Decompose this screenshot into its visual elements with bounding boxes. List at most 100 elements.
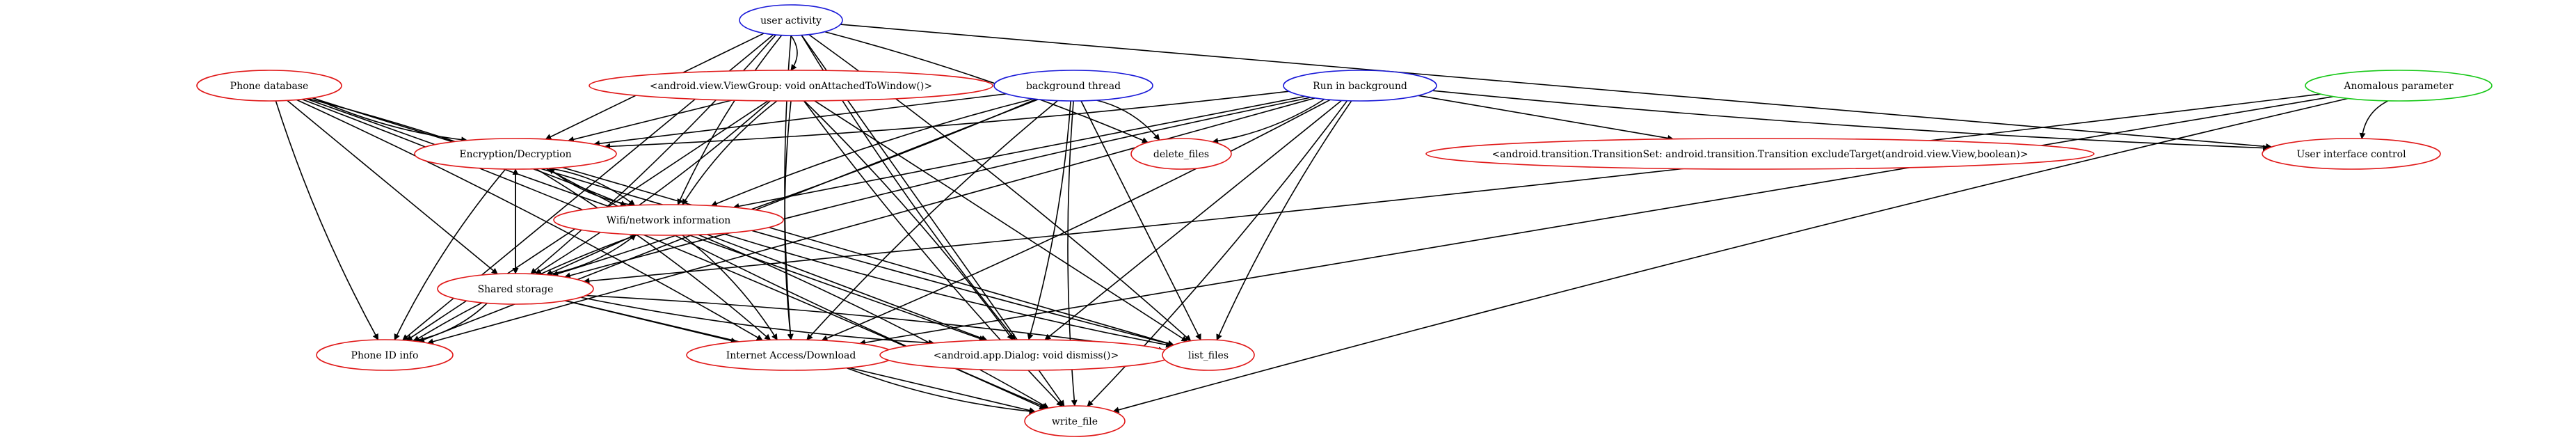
edge-run-bg-to-ui-control	[1432, 90, 2270, 151]
edge-encryption-to-phone-id	[394, 168, 506, 341]
node-label: Run in background	[1313, 81, 1407, 92]
node-anomalous[interactable]: Anomalous parameter	[2305, 70, 2493, 102]
node-phone-db[interactable]: Phone database	[196, 70, 342, 102]
node-ellipse	[553, 204, 784, 236]
node-list-files[interactable]: list_files	[1162, 339, 1255, 371]
node-ellipse	[2305, 70, 2493, 102]
edge-shared-storage-to-wifi	[546, 234, 637, 276]
edge-bg-thread-to-internet	[806, 100, 1058, 340]
edge-bg-thread-to-list-files	[1080, 100, 1201, 341]
edge-viewgroup-to-list-files	[814, 100, 1188, 342]
edge-bg-thread-to-wifi	[710, 98, 1034, 207]
node-ellipse	[1162, 339, 1255, 371]
node-user-activity[interactable]: user activity	[739, 4, 843, 36]
edge-phone-db-to-encryption	[312, 97, 468, 143]
edge-viewgroup-to-wifi	[682, 100, 778, 205]
node-ellipse	[1130, 138, 1232, 170]
node-label: delete_files	[1153, 149, 1209, 160]
edge-anomalous-to-write-file	[1112, 97, 2349, 413]
edge-wifi-to-dialog	[706, 233, 988, 342]
edge-run-bg-to-list-files	[1216, 100, 1352, 341]
edge-viewgroup-to-dialog	[803, 100, 1014, 340]
edge-run-bg-to-delete-files	[1212, 98, 1325, 144]
node-label: user activity	[760, 15, 822, 26]
edge-phone-db-to-phone-id	[275, 100, 379, 340]
edge-bg-thread-to-dialog	[1027, 100, 1071, 340]
edge-anomalous-to-shared-storage	[583, 93, 2321, 285]
edge-viewgroup-to-internet	[784, 100, 794, 340]
node-label: Internet Access/Download	[726, 350, 856, 361]
node-ellipse	[993, 70, 1153, 102]
edge-run-bg-to-shared-storage	[563, 97, 1311, 279]
edge-run-bg-to-internet	[821, 99, 1331, 342]
edge-wifi-to-internet	[682, 235, 778, 340]
edge-phone-db-to-internet	[296, 99, 763, 341]
node-ellipse	[1425, 138, 2095, 170]
node-label: Encryption/Decryption	[459, 149, 571, 160]
node-viewgroup[interactable]: <android.view.ViewGroup: void onAttached…	[589, 70, 993, 102]
edge-phone-db-to-shared-storage	[287, 100, 498, 275]
node-ellipse	[1283, 70, 1437, 102]
node-write-file[interactable]: write_file	[1024, 405, 1126, 437]
node-ellipse	[437, 273, 594, 305]
edge-user-activity-to-delete-files	[824, 31, 1149, 143]
edge-encryption-to-list-files	[561, 166, 1175, 347]
node-ellipse	[316, 339, 454, 371]
edge-run-bg-to-dialog	[1044, 100, 1343, 340]
node-label: <android.view.ViewGroup: void onAttached…	[650, 81, 932, 92]
node-label: Shared storage	[478, 284, 554, 295]
node-label: Phone ID info	[351, 350, 419, 361]
node-dialog[interactable]: <android.app.Dialog: void dismiss()>	[879, 339, 1173, 371]
edge-shared-storage-to-phone-id	[411, 302, 488, 343]
edge-shared-storage-to-list-files	[585, 294, 1165, 354]
node-label: write_file	[1052, 416, 1098, 427]
edge-viewgroup-to-encryption	[567, 100, 733, 143]
edge-encryption-to-write-file	[545, 168, 1049, 409]
edge-encryption-to-wifi	[548, 168, 636, 206]
node-phone-id[interactable]: Phone ID info	[316, 339, 454, 371]
node-run-bg[interactable]: Run in background	[1283, 70, 1437, 102]
node-label: <android.app.Dialog: void dismiss()>	[934, 350, 1119, 361]
node-encryption[interactable]: Encryption/Decryption	[414, 138, 617, 170]
edge-bg-thread-to-delete-files	[1096, 100, 1160, 141]
edge-user-activity-to-wifi	[677, 35, 783, 205]
node-label: Phone database	[230, 81, 309, 92]
edge-user-activity-to-ui-control	[840, 24, 2273, 150]
edge-internet-to-write-file	[846, 367, 1036, 415]
node-bg-thread[interactable]: background thread	[993, 70, 1153, 102]
edge-bg-thread-to-shared-storage	[552, 98, 1037, 277]
node-label: Anomalous parameter	[2343, 81, 2454, 92]
edge-wifi-to-write-file	[698, 234, 1049, 409]
edge-anomalous-to-internet	[858, 95, 2334, 346]
edge-encryption-to-internet	[536, 168, 771, 341]
node-shared-storage[interactable]: Shared storage	[437, 273, 594, 305]
node-internet[interactable]: Internet Access/Download	[686, 339, 896, 371]
node-label: background thread	[1026, 81, 1121, 92]
edge-run-bg-to-wifi	[733, 95, 1306, 210]
edge-run-bg-to-encryption	[604, 90, 1290, 150]
edge-user-activity-to-shared-storage	[530, 34, 776, 275]
node-ellipse	[589, 70, 993, 102]
edge-run-bg-to-phone-id	[426, 97, 1315, 345]
node-ellipse	[414, 138, 617, 170]
node-transitionset[interactable]: <android.transition.TransitionSet: andro…	[1425, 138, 2095, 170]
node-label: <android.transition.TransitionSet: andro…	[1491, 149, 2028, 160]
node-ellipse	[196, 70, 342, 102]
edge-shared-storage-to-dialog	[580, 297, 935, 346]
node-delete-files[interactable]: delete_files	[1130, 138, 1232, 170]
node-ellipse	[2262, 138, 2441, 170]
node-label: User interface control	[2296, 149, 2406, 160]
edge-anomalous-to-ui-control	[2359, 100, 2389, 140]
edge-wifi-to-encryption	[548, 168, 635, 206]
node-ellipse	[739, 4, 843, 36]
node-ellipse	[1024, 405, 1126, 437]
edge-user-activity-to-viewgroup	[790, 35, 798, 71]
node-ui-control[interactable]: User interface control	[2262, 138, 2441, 170]
edge-run-bg-to-transitionset	[1418, 95, 1674, 141]
node-label: Wifi/network information	[607, 215, 731, 226]
edge-bg-thread-to-encryption	[593, 93, 1007, 147]
edge-wifi-to-list-files	[722, 232, 1173, 348]
node-wifi[interactable]: Wifi/network information	[553, 204, 784, 236]
